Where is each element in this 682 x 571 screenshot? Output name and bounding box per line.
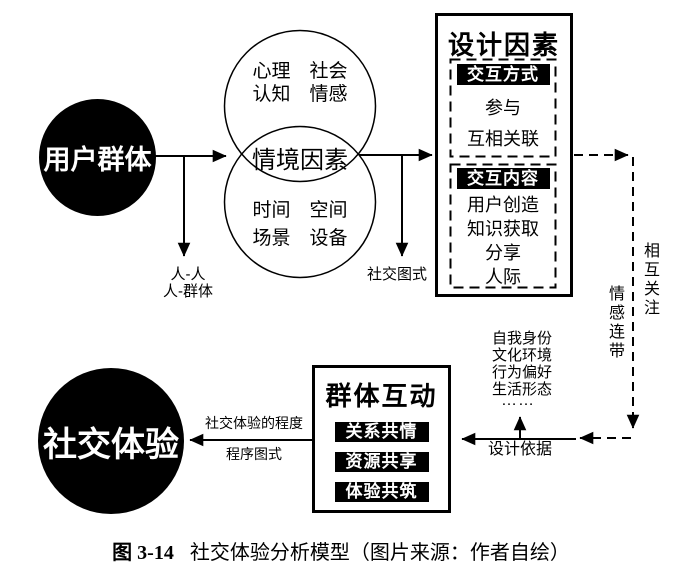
user-traits-block: 自我身份 文化环境 行为偏好 生活形态	[488, 330, 556, 398]
venn-top-line2: 认知 情感	[252, 84, 348, 105]
edge-label-procedure-schema: 程序图式	[226, 446, 282, 462]
interaction-content-dashed-box	[449, 163, 557, 289]
design-factors-title: 设计因素	[447, 30, 560, 60]
user-trait-line: 自我身份	[491, 330, 552, 347]
group-interaction-item: 资源共享	[334, 452, 429, 472]
edge-label-person-group: 人-群体	[163, 283, 213, 300]
interaction-mode-header: 交互方式	[456, 64, 550, 85]
interaction-content-item: 用户创造	[467, 195, 539, 215]
interaction-content-item: 人际	[485, 267, 521, 287]
interaction-content-group: 交互内容 用户创造 知识获取 分享 人际	[450, 168, 556, 289]
edge-label-person: 人-人 人-群体	[148, 266, 228, 300]
venn-bottom-line1: 时间 空间	[252, 200, 348, 221]
edge-label-person-person: 人-人	[170, 266, 206, 283]
edge-label-design-basis: 设计依据	[487, 441, 552, 458]
interaction-content-item: 知识获取	[467, 219, 539, 239]
node-user-group-label: 用户群体	[43, 145, 152, 175]
venn-top-text: 心理 社会 认知 情感	[225, 60, 375, 106]
venn-bottom-text: 时间 空间 场景 设备	[225, 197, 375, 253]
interaction-mode-dashed-box	[449, 58, 557, 158]
interaction-content-header: 交互内容	[456, 168, 550, 189]
node-social-experience-label: 社交体验	[43, 425, 179, 464]
venn-top-circle	[223, 29, 377, 183]
interaction-mode-item: 参与	[485, 98, 521, 118]
node-user-group: 用户群体	[39, 99, 156, 216]
figure-caption-number: 图 3-14	[112, 542, 174, 564]
interaction-content-item: 分享	[485, 243, 521, 263]
edge-label-mutual-attention: 相互关注	[641, 242, 658, 318]
interaction-mode-item: 互相关联	[467, 129, 539, 149]
group-interaction-item: 体验共筑	[334, 482, 429, 502]
venn-overlap-label: 情境因素	[252, 147, 348, 174]
figure-caption-text: 社交体验分析模型（图片来源：作者自绘）	[189, 542, 570, 564]
user-trait-line: 文化环境	[491, 347, 552, 364]
traits-ellipsis: ……	[501, 392, 535, 409]
interaction-mode-group: 交互方式 参与 互相关联	[450, 64, 556, 151]
group-interaction-box: 群体互动 关系共情 资源共享 体验共筑	[312, 365, 451, 513]
user-trait-line: 行为偏好	[491, 364, 552, 381]
group-interaction-item: 关系共情	[334, 422, 429, 442]
edge-label-social-schema: 社交图式	[366, 266, 427, 283]
figure-caption: 图 3-14 社交体验分析模型（图片来源：作者自绘）	[0, 536, 682, 565]
design-factors-box: 设计因素	[435, 13, 573, 297]
group-interaction-title: 群体互动	[325, 381, 438, 411]
edge-label-emotional-bond: 情感连带	[606, 285, 623, 361]
venn-top-line1: 心理 社会	[252, 61, 348, 82]
venn-bottom-line2: 场景 设备	[252, 228, 348, 249]
edge-label-experience-degree: 社交体验的程度	[205, 415, 303, 431]
venn-bottom-circle	[223, 125, 377, 279]
user-trait-line: 生活形态	[491, 381, 552, 398]
node-social-experience: 社交体验	[38, 368, 184, 514]
